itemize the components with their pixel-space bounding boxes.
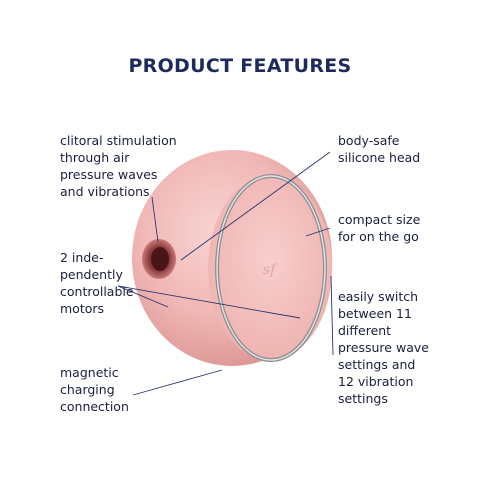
callout-clitoral: clitoral stimulation through air pressur… — [60, 133, 177, 199]
callout-switch: easily switch between 11 different press… — [338, 289, 429, 406]
satisfyer-logo-icon: sf — [263, 262, 278, 278]
device-face — [208, 176, 332, 360]
line-switch — [330, 275, 334, 356]
callout-motors: 2 inde- pendently controllable motors — [60, 250, 134, 316]
callout-magnetic: magnetic charging connection — [60, 365, 129, 414]
page-title: PRODUCT FEATURES — [128, 55, 352, 77]
line-compact — [305, 227, 331, 237]
line-motors-a — [117, 285, 169, 308]
line-motors-b — [117, 285, 301, 319]
callout-silicone: body-safe silicone head — [338, 133, 421, 165]
line-magnetic — [132, 369, 223, 396]
svg-text:sf: sf — [263, 262, 278, 278]
line-silicone — [180, 151, 331, 261]
callout-compact: compact size for on the go — [338, 212, 421, 244]
line-clitoral — [151, 196, 159, 243]
